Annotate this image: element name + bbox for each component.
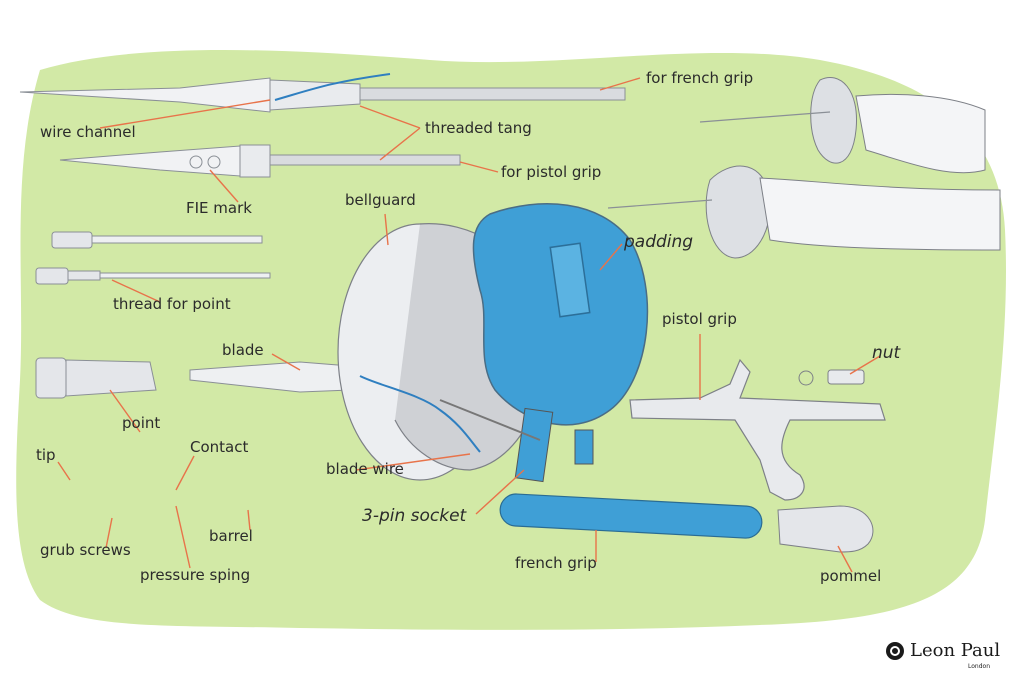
label-thread-for-point: thread for point <box>113 295 231 313</box>
leader-point <box>109 389 141 433</box>
logo-mark-icon <box>886 642 904 660</box>
point-barrel-large <box>35 357 157 399</box>
label-threaded-tang: threaded tang <box>425 119 532 137</box>
label-blade: blade <box>222 341 264 359</box>
socket-shape <box>439 399 594 483</box>
label-fie-mark: FIE mark <box>186 199 252 217</box>
leader-threaded-tang-2 <box>379 127 421 161</box>
leader-3-pin-socket <box>475 469 525 515</box>
leader-threaded-tang-1 <box>359 105 421 129</box>
leader-pommel <box>837 545 853 573</box>
leader-blade-wire <box>355 453 471 471</box>
label-pistol-grip: pistol grip <box>662 310 737 328</box>
blade-wire-line <box>359 375 481 453</box>
label-bellguard: bellguard <box>345 191 416 209</box>
label-padding: padding <box>624 232 694 252</box>
leader-wire-channel <box>99 99 271 129</box>
label-blade-wire: blade wire <box>326 460 404 478</box>
thread-for-point-parts <box>35 231 271 285</box>
hand-pistol-grip <box>607 165 1001 259</box>
label-barrel: barrel <box>209 527 253 545</box>
label-for-french-grip: for french grip <box>646 69 754 87</box>
label-french-grip: french grip <box>515 554 597 572</box>
brand-logo: Leon Paul <box>886 642 1000 660</box>
leader-fie-mark <box>209 169 239 203</box>
label-point: point <box>122 414 161 432</box>
label-pommel: pommel <box>820 567 882 585</box>
label-grub-screws: grub screws <box>40 541 131 559</box>
leader-lines <box>57 77 881 573</box>
blade-french-grip <box>19 73 626 113</box>
pommel-shape <box>777 505 874 553</box>
label-wire-channel: wire channel <box>40 123 136 141</box>
padding-shape <box>472 203 649 426</box>
pistol-grip-shape <box>629 358 886 501</box>
leader-grub-screws <box>105 517 113 549</box>
leader-for-pistol-grip <box>459 161 499 173</box>
leader-contact <box>175 455 195 491</box>
blade-pistol-grip <box>59 144 461 178</box>
french-grip-shape <box>499 493 763 539</box>
label-3-pin-socket: 3-pin socket <box>362 506 467 526</box>
nut-shape <box>798 369 865 386</box>
leader-pressure-spring <box>175 505 191 569</box>
label-for-pistol-grip: for pistol grip <box>501 163 602 181</box>
leader-for-french-grip <box>599 77 641 91</box>
leader-blade <box>271 353 301 371</box>
label-pressure-spring: pressure sping <box>140 566 251 584</box>
logo-subtitle: London <box>968 663 990 670</box>
leader-bellguard <box>384 213 389 246</box>
label-tip: tip <box>36 446 56 464</box>
label-contact: Contact <box>190 438 249 456</box>
leader-padding <box>599 243 623 271</box>
logo-name: Leon Paul <box>910 640 1001 661</box>
leader-barrel <box>247 509 251 531</box>
leader-tip <box>57 461 71 481</box>
hand-french-grip <box>699 77 986 174</box>
leader-nut <box>849 355 881 375</box>
leader-thread-for-point <box>111 279 161 303</box>
label-nut: nut <box>872 343 901 363</box>
